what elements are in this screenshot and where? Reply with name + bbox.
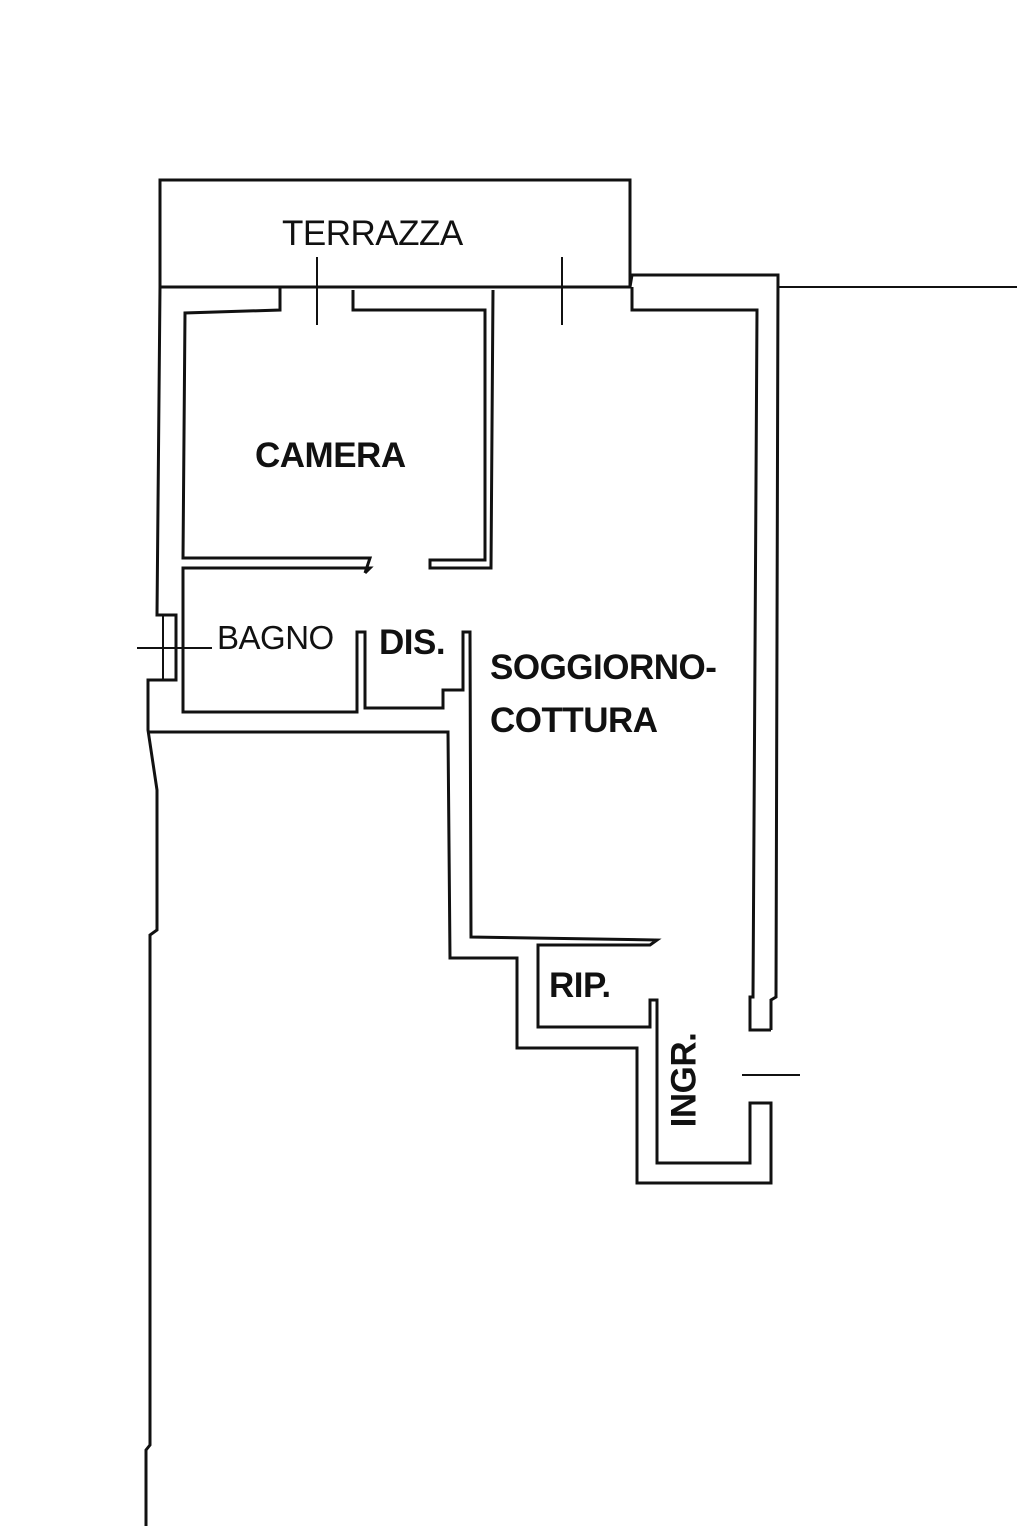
room-label-rip: RIP. — [549, 966, 611, 1005]
room-label-cottura: COTTURA — [490, 701, 658, 740]
room-label-terrazza: TERRAZZA — [282, 214, 463, 253]
terrace-outline — [158, 178, 632, 287]
room-label-bagno: BAGNO — [217, 619, 334, 656]
room-label-dis: DIS. — [379, 623, 446, 662]
room-label-soggiorno: SOGGIORNO- — [490, 648, 717, 687]
room-label-ingr: INGR. — [664, 1032, 704, 1128]
camera-wall-left — [181, 287, 373, 574]
outer-top-wall — [160, 273, 780, 1030]
camera-wall-right — [351, 289, 495, 570]
room-label-camera: CAMERA — [255, 436, 406, 475]
inner-living-wall — [630, 287, 771, 1032]
corridor-wall — [148, 566, 773, 1185]
outer-left-wall — [144, 286, 178, 1526]
